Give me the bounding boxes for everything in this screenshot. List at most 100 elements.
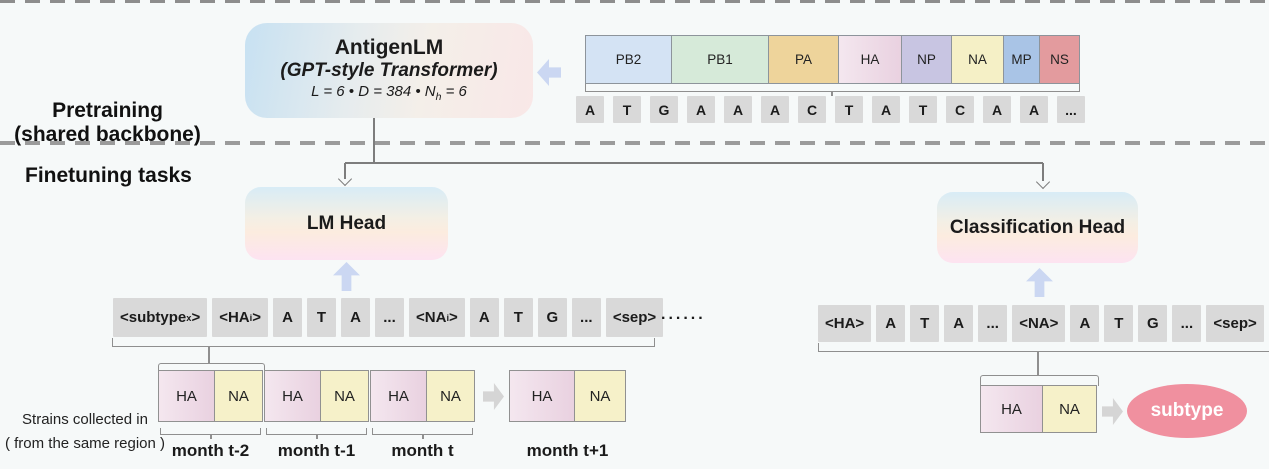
sequence-token: <sep>	[605, 298, 664, 337]
antigenlm-title: AntigenLM	[334, 35, 444, 59]
sequence-token: A	[341, 298, 371, 337]
cls-strain-pair: HA NA	[980, 385, 1097, 433]
sequence-token: A	[687, 96, 715, 123]
month-bracket-tick	[210, 434, 212, 439]
section-divider-dashed-line	[0, 141, 1269, 145]
strain-pair: HA NA	[264, 370, 369, 422]
classification-head-up-arrow-icon	[1026, 268, 1053, 297]
month-group-t: HA NA month t	[370, 370, 475, 460]
month-label: month t-1	[277, 441, 356, 460]
sequence-token: <NA>	[1012, 305, 1066, 342]
month-bracket-tick	[316, 434, 318, 439]
month-bracket-tick	[422, 434, 424, 439]
sequence-token: A	[761, 96, 789, 123]
branch-left-arrowhead-icon	[337, 171, 353, 187]
sequence-token: ...	[1057, 96, 1085, 123]
na-box: NA	[215, 370, 263, 422]
ha-box: HA	[980, 385, 1043, 433]
branch-right-drop-line	[1042, 163, 1044, 181]
na-box: NA	[321, 370, 369, 422]
params-sub: h	[435, 90, 442, 103]
sequence-token: ...	[571, 298, 601, 337]
sequence-token: G	[650, 96, 678, 123]
na-box: NA	[1043, 385, 1097, 433]
sequence-token: A	[469, 298, 499, 337]
pretraining-label-line2: (shared backbone)	[14, 123, 201, 146]
feed-left-arrow-icon	[537, 59, 561, 86]
strain-pair: HA NA	[509, 370, 626, 422]
genome-segment-np: NP	[901, 36, 951, 83]
sequence-token: ...	[978, 305, 1008, 342]
genome-segment-pa: PA	[768, 36, 838, 83]
branch-horizontal-line	[345, 162, 1043, 164]
sequence-token: T	[910, 305, 940, 342]
genome-bar-bracket	[585, 84, 1080, 92]
month-group-t2: HA NA month t-2	[158, 370, 263, 460]
params-pre: L = 6 • D = 384 • N	[311, 82, 436, 100]
strain-pair: HA NA	[158, 370, 263, 422]
cls-input-bracket	[818, 343, 1269, 352]
sequence-token: T	[909, 96, 937, 123]
genome-segment-na: NA	[951, 36, 1003, 83]
sequence-token: T	[613, 96, 641, 123]
sequence-token: ...	[375, 298, 405, 337]
sequence-token: A	[273, 298, 303, 337]
month1-top-bracket	[158, 363, 265, 371]
genome-segment-pb1: PB1	[671, 36, 768, 83]
months-forward-arrow-icon	[483, 383, 504, 410]
sequence-token: A	[576, 96, 604, 123]
genome-segment-ha: HA	[838, 36, 901, 83]
sequence-token: A	[1020, 96, 1048, 123]
finetuning-label: Finetuning tasks	[25, 164, 192, 187]
branch-right-arrowhead-icon	[1035, 174, 1051, 190]
sequence-token: C	[798, 96, 826, 123]
sequence-token: T	[503, 298, 533, 337]
sequence-token: A	[1070, 305, 1100, 342]
sequence-token: T	[1104, 305, 1134, 342]
lm-input-bracket-tick	[208, 346, 210, 363]
sequence-token: T	[835, 96, 863, 123]
subtype-output: subtype	[1127, 384, 1247, 438]
sequence-token: A	[872, 96, 900, 123]
subtype-arrow-icon	[1102, 398, 1123, 425]
genome-segment-pb2: PB2	[586, 36, 671, 83]
antigenlm-subtitle: (GPT-style Transformer)	[280, 59, 498, 81]
params-post: = 6	[441, 82, 467, 100]
sequence-token: A	[724, 96, 752, 123]
sequence-token: A	[876, 305, 906, 342]
pretraining-label: Pretraining (shared backbone)	[0, 99, 215, 147]
backbone-down-line	[373, 118, 375, 163]
month-group-t-plus-1: HA NA month t+1	[509, 370, 626, 460]
strains-note-line2: ( from the same region )	[4, 435, 166, 452]
lm-input-bracket	[112, 338, 655, 347]
ha-box: HA	[370, 370, 427, 422]
month-label: month t-2	[171, 441, 250, 460]
sequence-token: T	[307, 298, 337, 337]
antigenlm-params: L = 6 • D = 384 • Nh = 6	[311, 83, 467, 106]
na-box: NA	[575, 370, 626, 422]
cls-pair-top-bracket	[980, 375, 1099, 386]
sequence-token: A	[983, 96, 1011, 123]
lm-input-trailing-dots: ......	[661, 306, 706, 323]
strains-note-line1: Strains collected in	[22, 411, 148, 428]
lm-head-box: LM Head	[245, 187, 448, 260]
month-group-t1: HA NA month t-1	[264, 370, 369, 460]
month-label: month t+1	[526, 441, 609, 460]
genome-segment-ns: NS	[1039, 36, 1079, 83]
cls-input-bracket-tick	[1037, 351, 1039, 375]
sequence-token: A	[944, 305, 974, 342]
pretraining-label-line1: Pretraining	[52, 99, 163, 122]
sequence-token: C	[946, 96, 974, 123]
sequence-token: <sep>	[1206, 305, 1264, 342]
ha-box: HA	[264, 370, 321, 422]
strain-pair: HA NA	[370, 370, 475, 422]
sequence-token: G	[537, 298, 567, 337]
